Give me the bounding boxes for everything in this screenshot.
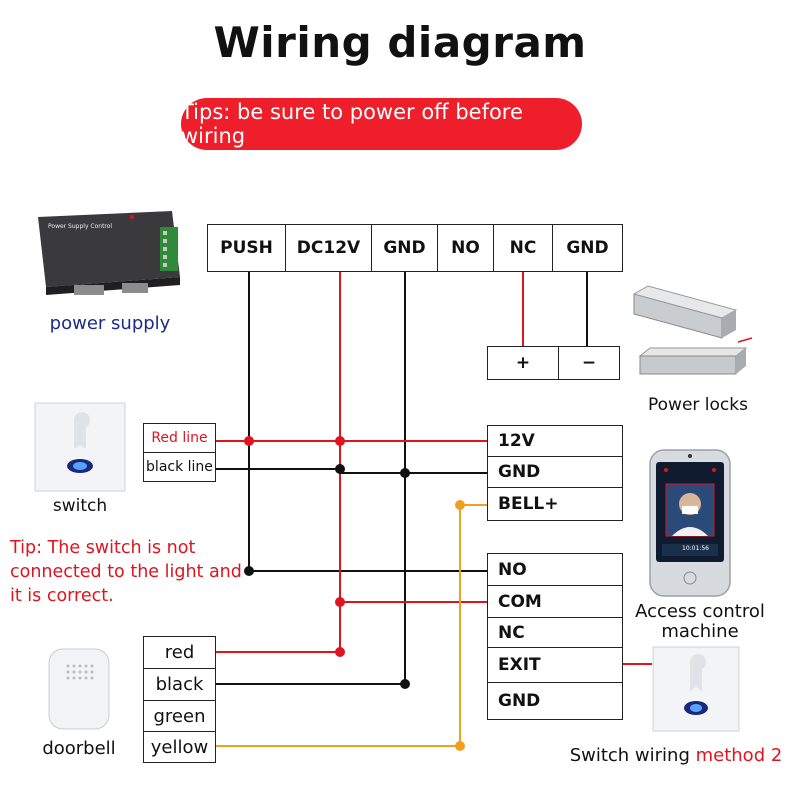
junction-dot	[455, 500, 465, 510]
ac-terminal-gnd-2: GND	[487, 682, 623, 720]
junction-dot	[244, 566, 254, 576]
junction-dot	[244, 436, 254, 446]
magnetic-lock-icon	[632, 285, 753, 375]
wire-label: yellow	[150, 736, 209, 758]
exit-switch-icon	[34, 402, 126, 492]
terminal-label: COM	[498, 591, 542, 612]
switch-wire-black-label: black line	[143, 452, 216, 482]
power-lock-device	[626, 278, 756, 386]
terminal-label: GND	[383, 238, 426, 258]
junction-dot	[400, 679, 410, 689]
power-supply-icon	[38, 211, 180, 295]
terminal-label: NC	[498, 622, 525, 643]
terminal-gnd-2: GND	[552, 224, 623, 272]
terminal-label: −	[581, 353, 597, 373]
tips-banner-text: Tips: be sure to power off before wiring	[181, 100, 523, 148]
face-terminal-icon	[649, 449, 731, 597]
junction-dot	[455, 741, 465, 751]
terminal-nc: NC	[493, 224, 553, 272]
terminal-label: NO	[498, 559, 527, 580]
junction-dot	[335, 436, 345, 446]
terminal-label: EXIT	[498, 655, 541, 675]
ac-terminal-bell: BELL+	[487, 487, 623, 521]
terminal-label: NO	[451, 238, 480, 258]
doorbell-wire-black-label: black	[143, 668, 216, 701]
doorbell-wire-green-label: green	[143, 700, 216, 732]
doorbell-wire-yellow-label: yellow	[143, 731, 216, 763]
power-locks-caption: Power locks	[648, 395, 748, 415]
switch-caption: switch	[52, 496, 108, 516]
ac-terminal-gnd: GND	[487, 456, 623, 488]
switch-wire-red-label: Red line	[143, 423, 216, 453]
terminal-no: NO	[437, 224, 494, 272]
ac-terminal-12v: 12V	[487, 425, 623, 457]
terminal-gnd: GND	[371, 224, 438, 272]
terminal-label: NC	[509, 238, 537, 258]
doorbell-device	[48, 648, 110, 730]
exit-switch-device	[34, 402, 126, 492]
power-supply-device: Power Supply Control	[34, 205, 184, 305]
power-supply-caption: power supply	[49, 313, 171, 334]
junction-dot	[400, 468, 410, 478]
power-supply-device-label: Power Supply Control	[48, 223, 113, 230]
ac-terminal-nc: NC	[487, 617, 623, 648]
method2-caption: Switch wiring method 2	[556, 745, 796, 766]
junction-dot	[335, 647, 345, 657]
doorbell-icon	[48, 648, 110, 730]
exit-switch-icon	[652, 646, 740, 732]
terminal-label: GND	[498, 691, 541, 711]
method2-caption-prefix: Switch wiring	[569, 745, 696, 766]
terminal-label: PUSH	[220, 238, 273, 258]
exit-switch-method2-device	[652, 646, 740, 732]
terminal-label: 12V	[498, 431, 535, 451]
wire-label: black	[155, 674, 204, 695]
wire-label: black line	[146, 459, 213, 475]
lock-terminal-plus: +	[487, 346, 559, 380]
wire-label: green	[153, 705, 206, 727]
wire-label: Red line	[151, 430, 208, 446]
ac-terminal-com: COM	[487, 585, 623, 618]
terminal-label: GND	[566, 238, 609, 258]
device-screen-time: 10:01:56	[682, 545, 709, 552]
access-control-caption: Access control machine	[635, 601, 765, 642]
doorbell-caption: doorbell	[42, 738, 116, 759]
switch-tip-note: Tip: The switch is not connected to the …	[10, 538, 242, 606]
junction-dot	[335, 597, 345, 607]
ac-terminal-no: NO	[487, 553, 623, 586]
ac-terminal-exit: EXIT	[487, 647, 623, 683]
terminal-dc12v: DC12V	[285, 224, 372, 272]
terminal-label: DC12V	[296, 238, 361, 258]
wire-label: red	[164, 642, 195, 663]
page-title: Wiring diagram	[213, 18, 587, 67]
terminal-label: +	[515, 353, 531, 373]
terminal-label: BELL+	[498, 494, 559, 514]
access-control-device: 10:01:56	[648, 448, 732, 598]
terminal-push: PUSH	[207, 224, 286, 272]
terminal-label: GND	[498, 462, 541, 482]
lock-terminal-minus: −	[558, 346, 620, 380]
junction-dot	[335, 464, 345, 474]
method2-caption-highlight: method 2	[695, 745, 783, 766]
tips-banner: Tips: be sure to power off before wiring	[181, 98, 582, 150]
doorbell-wire-red-label: red	[143, 636, 216, 669]
